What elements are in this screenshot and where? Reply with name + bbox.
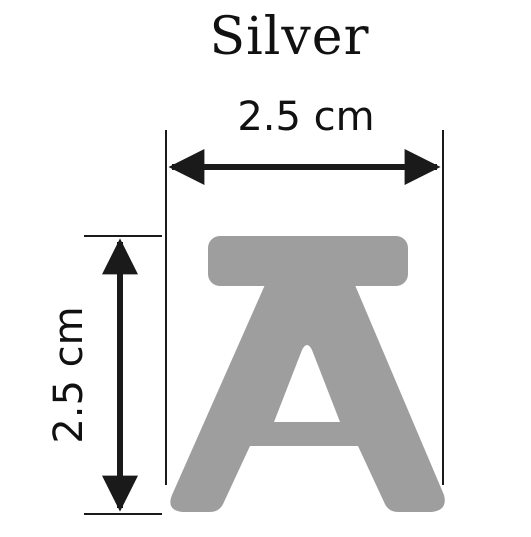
width-label: 2.5 cm xyxy=(237,94,374,140)
height-label: 2.5 cm xyxy=(46,306,92,443)
title: Silver xyxy=(209,7,370,67)
letter-a-shape-icon xyxy=(170,236,445,512)
